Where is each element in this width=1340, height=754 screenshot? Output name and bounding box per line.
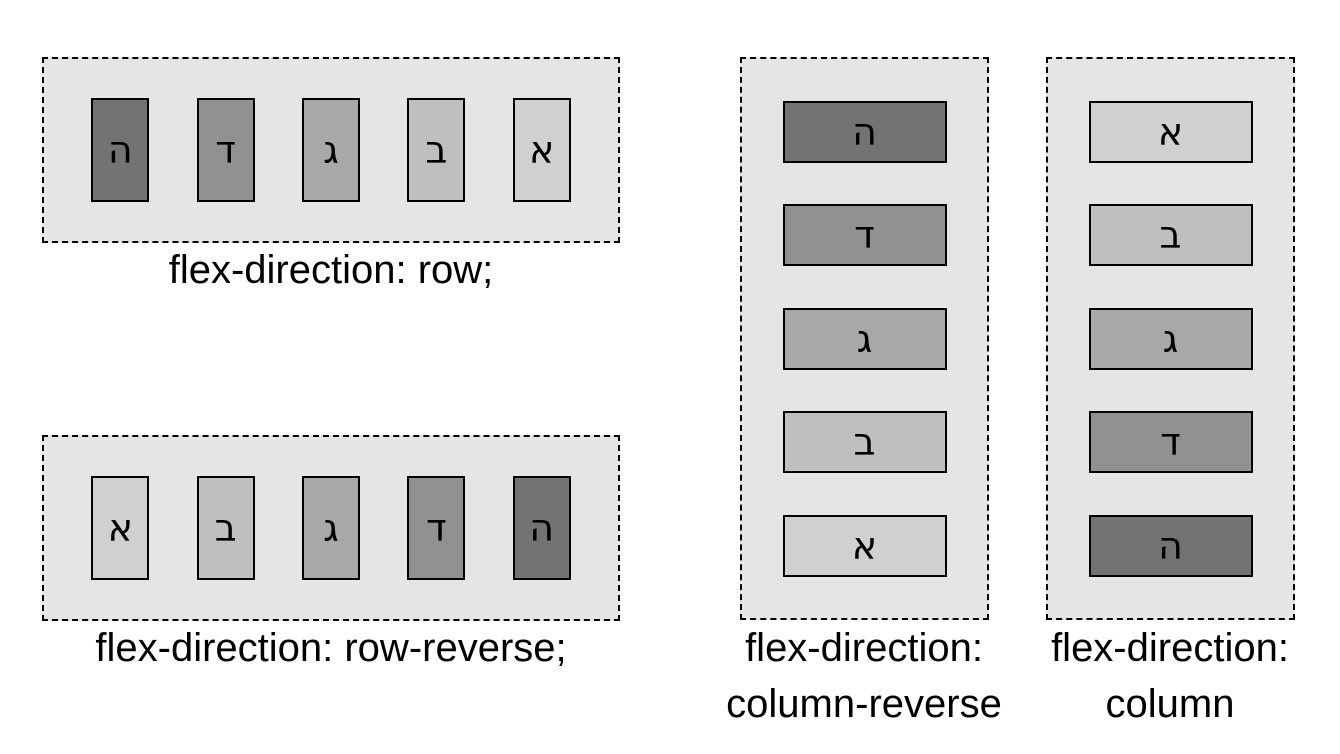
flex-item-dalet: ד bbox=[407, 476, 466, 580]
flex-item-gimel: ג bbox=[301, 98, 360, 202]
label-line: flex-direction: row-reverse; bbox=[95, 626, 567, 670]
label-line: flex-direction: bbox=[1051, 626, 1289, 670]
demo-label-row-reverse: flex-direction: row-reverse; bbox=[42, 620, 620, 676]
label-line: flex-direction: row; bbox=[168, 248, 494, 292]
demo-label-column-reverse: flex-direction: column-reverse bbox=[726, 620, 1002, 732]
flex-item-dalet: ד bbox=[196, 98, 255, 202]
demo-label-row: flex-direction: row; bbox=[42, 242, 620, 298]
flex-item-he: ה bbox=[512, 476, 571, 580]
flex-item-alef: א bbox=[512, 98, 571, 202]
flex-item-dalet: ד bbox=[782, 204, 947, 266]
flex-item-gimel: ג bbox=[1088, 307, 1253, 370]
flex-item-he: ה bbox=[91, 98, 150, 202]
flex-item-bet: ב bbox=[782, 411, 947, 473]
flex-item-bet: ב bbox=[196, 476, 255, 580]
flex-item-he: ה bbox=[1088, 514, 1253, 577]
flex-item-bet: ב bbox=[407, 98, 466, 202]
flex-item-dalet: ד bbox=[1088, 411, 1253, 473]
flex-item-gimel: ג bbox=[782, 307, 947, 370]
flex-item-he: ה bbox=[782, 100, 947, 163]
flex-item-alef: א bbox=[782, 514, 947, 577]
flex-item-alef: א bbox=[1088, 100, 1253, 163]
flex-item-alef: א bbox=[91, 476, 150, 580]
flex-item-gimel: ג bbox=[301, 476, 360, 580]
flex-item-bet: ב bbox=[1088, 204, 1253, 266]
label-line: column-reverse bbox=[726, 682, 1002, 726]
demo-label-column: flex-direction: column bbox=[1051, 620, 1289, 732]
label-line: column bbox=[1105, 682, 1235, 726]
label-line: flex-direction: bbox=[745, 626, 983, 670]
